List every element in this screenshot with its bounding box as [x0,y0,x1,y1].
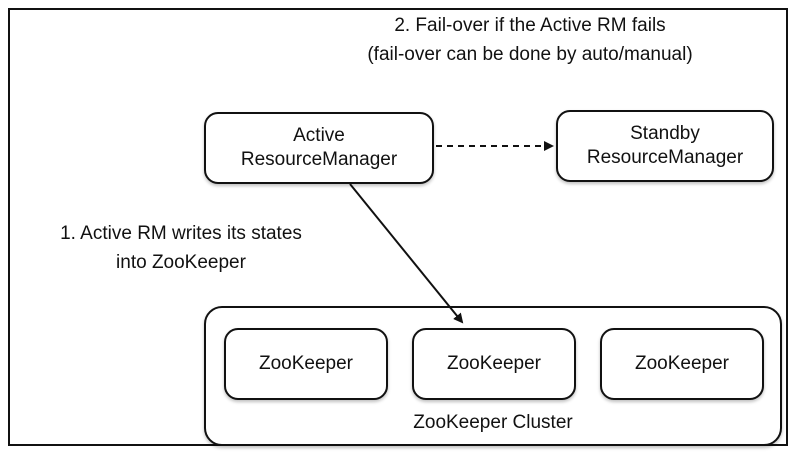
failover-annotation-line1: 2. Fail-over if the Active RM fails [394,15,666,36]
active-rm-line1: Active [293,125,345,147]
zookeeper-node-2: ZooKeeper [412,328,576,400]
active-rm-line2: ResourceManager [240,149,398,170]
standby-rm-line1: Standby [630,123,700,145]
zookeeper-cluster: ZooKeeper ZooKeeper ZooKeeper ZooKeeper … [204,306,782,446]
failover-annotation: 2. Fail-over if the Active RM fails (fai… [300,12,760,69]
zookeeper-cluster-label: ZooKeeper Cluster [413,412,573,433]
writes-annotation-line1: 1. Active RM writes its states [60,223,302,244]
writes-annotation: 1. Active RM writes its states into ZooK… [16,220,346,277]
zookeeper-node-1: ZooKeeper [224,328,388,400]
standby-rm-line2: ResourceManager [586,147,744,168]
zookeeper-node-3: ZooKeeper [600,328,764,400]
standby-resource-manager: Standby ResourceManager [556,110,774,182]
active-resource-manager: Active ResourceManager [204,112,434,184]
failover-annotation-line2: (fail-over can be done by auto/manual) [367,43,693,65]
writes-annotation-line2: into ZooKeeper [116,251,246,273]
